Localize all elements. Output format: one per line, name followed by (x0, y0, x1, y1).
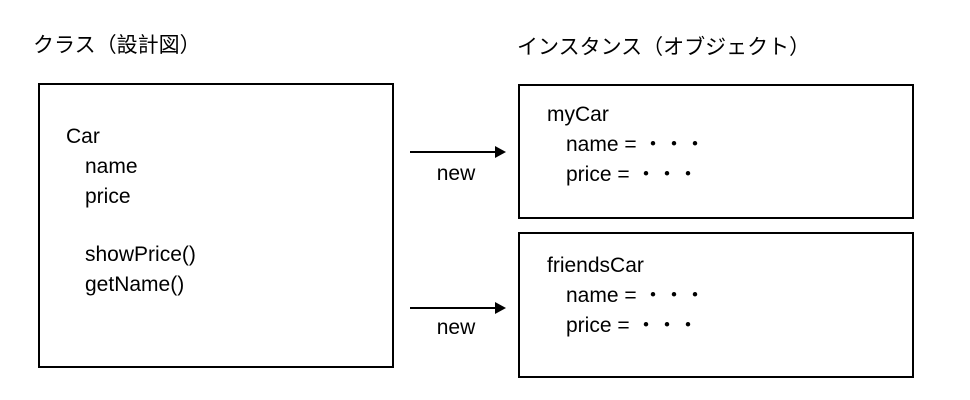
class-method-showprice: showPrice() (85, 243, 196, 266)
instance-field-price: price = ・・・ (566, 314, 699, 337)
instance-field-price: price = ・・・ (566, 163, 699, 186)
instance-field-name: name = ・・・ (566, 133, 706, 156)
instance-name: friendsCar (547, 254, 644, 277)
instance-section-heading: インスタンス（オブジェクト） (517, 36, 811, 59)
blank-line (66, 212, 196, 240)
class-field-price: price (85, 185, 131, 208)
new-keyword-label-1: new (436, 162, 476, 185)
class-box-content: Car name price showPrice() getName() (66, 122, 196, 300)
arrow-head-icon (495, 146, 506, 158)
arrow-head-icon (495, 302, 506, 314)
instance-box-mycar: myCar name = ・・・ price = ・・・ (518, 84, 914, 219)
arrow-shaft (410, 151, 497, 153)
arrow-shaft (410, 307, 497, 309)
instance-box-mycar-content: myCar name = ・・・ price = ・・・ (547, 100, 705, 190)
class-field-name: name (85, 155, 138, 178)
class-name: Car (66, 125, 100, 148)
new-arrow-2 (410, 302, 506, 314)
instance-box-friendscar: friendsCar name = ・・・ price = ・・・ (518, 232, 914, 378)
instance-box-friendscar-content: friendsCar name = ・・・ price = ・・・ (547, 251, 705, 341)
class-section-heading: クラス（設計図） (33, 34, 201, 57)
class-method-getname: getName() (85, 273, 185, 296)
instance-field-name: name = ・・・ (566, 284, 706, 307)
instance-name: myCar (547, 103, 609, 126)
new-keyword-label-2: new (436, 316, 476, 339)
new-arrow-1 (410, 146, 506, 158)
class-box: Car name price showPrice() getName() (38, 83, 394, 368)
